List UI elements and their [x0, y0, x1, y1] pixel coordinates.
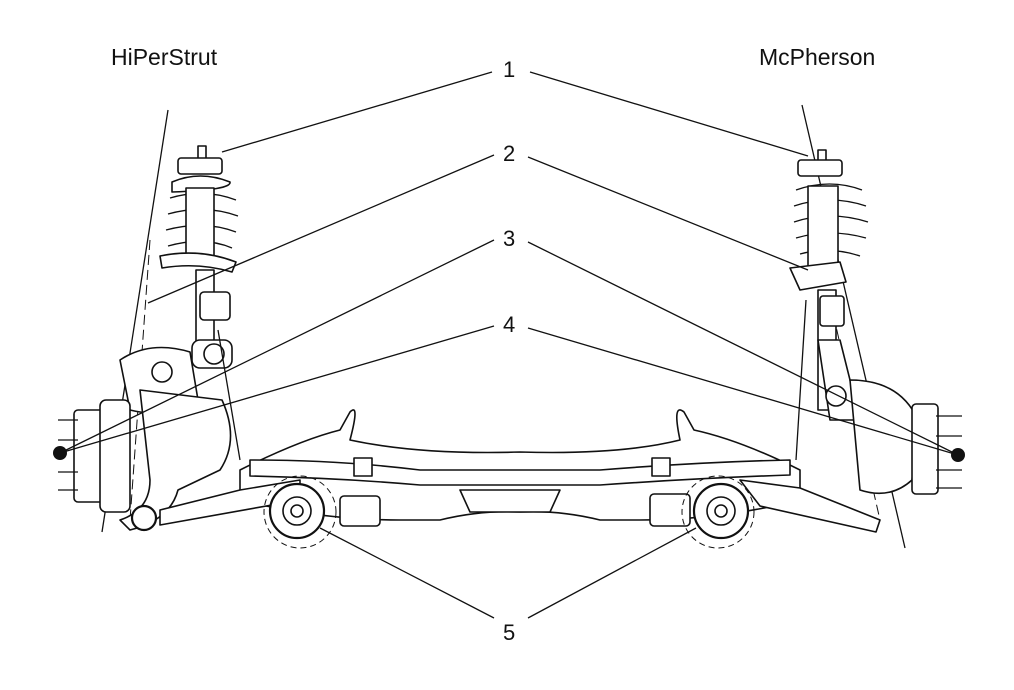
callout-5: 5 — [503, 620, 516, 645]
callout-4: 4 — [503, 312, 516, 337]
leader-lines — [53, 71, 965, 619]
callout-2: 2 — [503, 141, 516, 166]
left-wheel-hub — [58, 399, 131, 513]
label-hiperstrut: HiPerStrut — [111, 44, 218, 70]
subframe — [159, 409, 881, 533]
label-mcpherson: McPherson — [759, 44, 876, 70]
right-strut-assembly — [789, 149, 919, 495]
left-strut-assembly — [119, 145, 241, 532]
callout-1: 1 — [503, 57, 516, 82]
lower-control-arm-bushings — [263, 475, 755, 549]
callout-3: 3 — [503, 226, 516, 251]
